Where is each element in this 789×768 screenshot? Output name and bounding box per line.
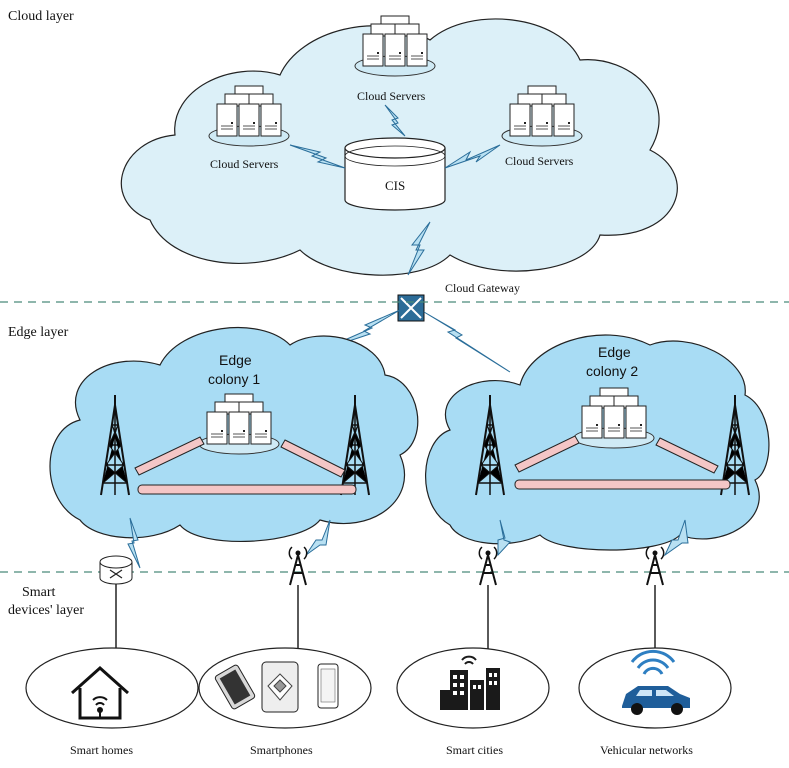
edge-layer-label: Edge layer (8, 325, 69, 340)
smartphones-label: Smartphones (250, 743, 313, 757)
cloud-layer-label: Cloud layer (8, 9, 74, 24)
cloud-gateway-router (397, 294, 425, 322)
lightning-links-cloud (289, 104, 501, 276)
smart-home-icon (71, 665, 129, 720)
smart-city-icon (440, 655, 500, 710)
cloud-servers-right-label: Cloud Servers (505, 154, 574, 168)
connected-car-icon (622, 649, 690, 715)
fiber-links-colony-1 (134, 436, 357, 495)
cis-label: CIS (385, 178, 405, 193)
fiber-links-colony-2 (514, 435, 731, 490)
lightning-links-edge-devices (127, 517, 689, 569)
edge-colony-2-label-line1: Edge (598, 344, 631, 360)
device-connectors (115, 584, 656, 652)
home-router-icon (99, 555, 133, 585)
smart-cities-antenna-icon (478, 546, 498, 586)
edge-colony-1-label-line1: Edge (219, 352, 252, 368)
cloud-servers-top-label: Cloud Servers (357, 89, 426, 103)
devices-layer-label-line1: Smart (22, 585, 56, 600)
edge-colony-2-label-line2: colony 2 (586, 363, 638, 379)
vehicular-networks-label: Vehicular networks (600, 743, 693, 757)
smart-homes-oval (25, 647, 199, 729)
smartphones-antenna-icon (288, 546, 308, 586)
edge-colony-1-label-line2: colony 1 (208, 371, 260, 387)
smartphones-icon (214, 661, 339, 713)
cloud-servers-top (355, 16, 435, 76)
vehicular-antenna-icon (645, 546, 665, 586)
smart-homes-label: Smart homes (70, 743, 133, 757)
cis-database (344, 137, 446, 211)
devices-layer-label-line2: devices' layer (8, 603, 84, 618)
smart-cities-label: Smart cities (446, 743, 503, 757)
cloud-gateway-label: Cloud Gateway (445, 281, 520, 295)
cloud-servers-left-label: Cloud Servers (210, 157, 279, 171)
